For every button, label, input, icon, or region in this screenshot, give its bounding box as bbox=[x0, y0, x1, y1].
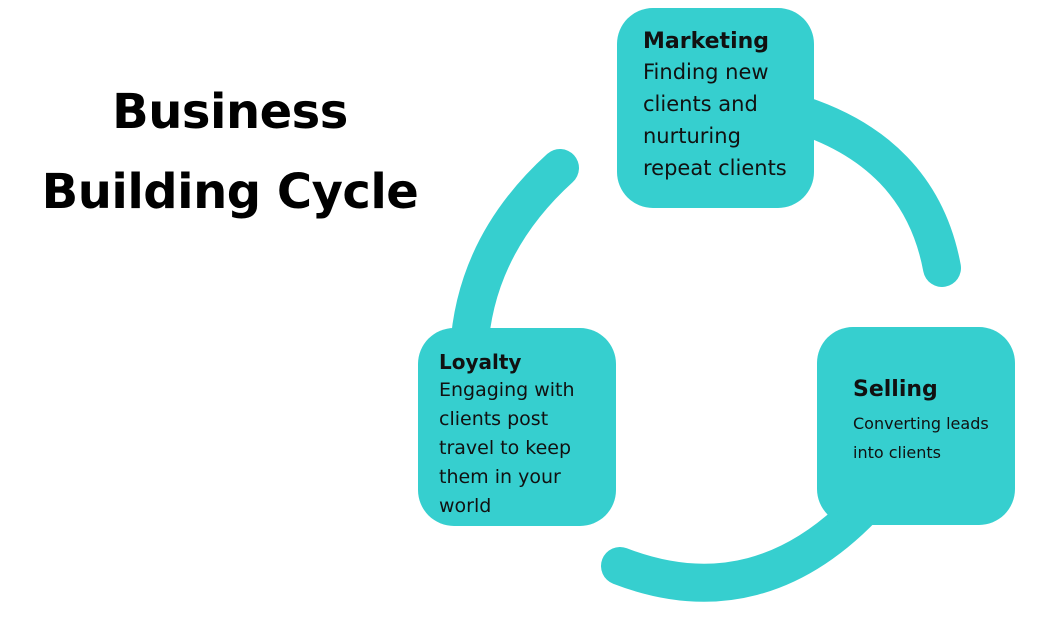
stage-title-marketing: Marketing bbox=[643, 29, 770, 54]
diagram-title: Business Building Cycle bbox=[0, 72, 460, 232]
stage-card-selling: Selling Converting leads into clients bbox=[817, 327, 1015, 525]
stage-text-selling: Converting leads into clients bbox=[853, 414, 989, 462]
stage-title-selling: Selling bbox=[853, 377, 938, 402]
cycle-arc-marketing-to-selling bbox=[773, 93, 961, 287]
stage-title-loyalty: Loyalty bbox=[439, 350, 522, 374]
stage-card-marketing: Marketing Finding new clients and nurtur… bbox=[617, 8, 814, 208]
diagram-title-line-1: Business bbox=[112, 84, 348, 140]
diagram-title-line-2: Building Cycle bbox=[41, 164, 419, 220]
cycle-arc-selling-to-loyalty bbox=[601, 481, 889, 602]
stage-card-loyalty: Loyalty Engaging with clients post trave… bbox=[418, 328, 616, 526]
cycle-arc-loyalty-to-marketing bbox=[450, 149, 579, 369]
stage-text-loyalty: Engaging with clients post travel to kee… bbox=[439, 379, 575, 517]
stage-text-marketing: Finding new clients and nurturing repeat… bbox=[643, 60, 787, 180]
